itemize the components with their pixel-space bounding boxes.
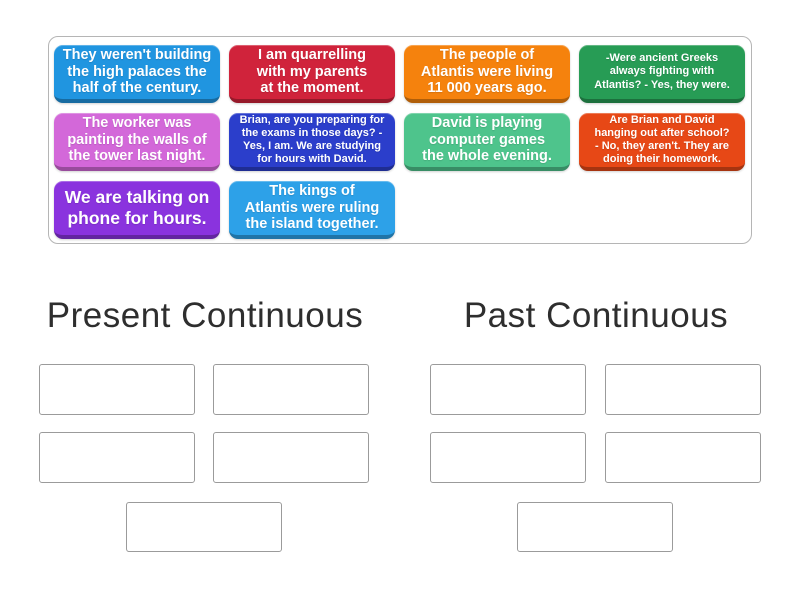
draggable-card[interactable]: The people of Atlantis were living 11 00…: [404, 45, 570, 103]
group-past-continuous: Past Continuous: [400, 296, 792, 566]
draggable-card[interactable]: The kings of Atlantis were ruling the is…: [229, 181, 395, 239]
group-heading: Past Continuous: [463, 296, 729, 335]
drop-slot[interactable]: [213, 432, 369, 483]
draggable-card[interactable]: They weren't building the high palaces t…: [54, 45, 220, 103]
drop-slot[interactable]: [39, 364, 195, 415]
draggable-card[interactable]: Brian, are you preparing for the exams i…: [229, 113, 395, 171]
drop-slot[interactable]: [39, 432, 195, 483]
drop-slot[interactable]: [605, 364, 761, 415]
draggable-card[interactable]: David is playing computer games the whol…: [404, 113, 570, 171]
draggable-card[interactable]: I am quarrelling with my parents at the …: [229, 45, 395, 103]
draggable-card[interactable]: -Were ancient Greeks always fighting wit…: [579, 45, 745, 103]
drop-slot[interactable]: [126, 502, 282, 552]
draggable-card[interactable]: We are talking on phone for hours.: [54, 181, 220, 239]
drop-slot[interactable]: [517, 502, 673, 552]
draggable-card[interactable]: The worker was painting the walls of the…: [54, 113, 220, 171]
group-heading: Present Continuous: [46, 296, 364, 335]
drop-slot[interactable]: [605, 432, 761, 483]
drop-slot[interactable]: [213, 364, 369, 415]
drop-slot[interactable]: [430, 364, 586, 415]
group-present-continuous: Present Continuous: [0, 296, 410, 566]
drop-slot[interactable]: [430, 432, 586, 483]
draggable-card[interactable]: Are Brian and David hanging out after sc…: [579, 113, 745, 171]
card-tray: They weren't building the high palaces t…: [48, 36, 752, 244]
